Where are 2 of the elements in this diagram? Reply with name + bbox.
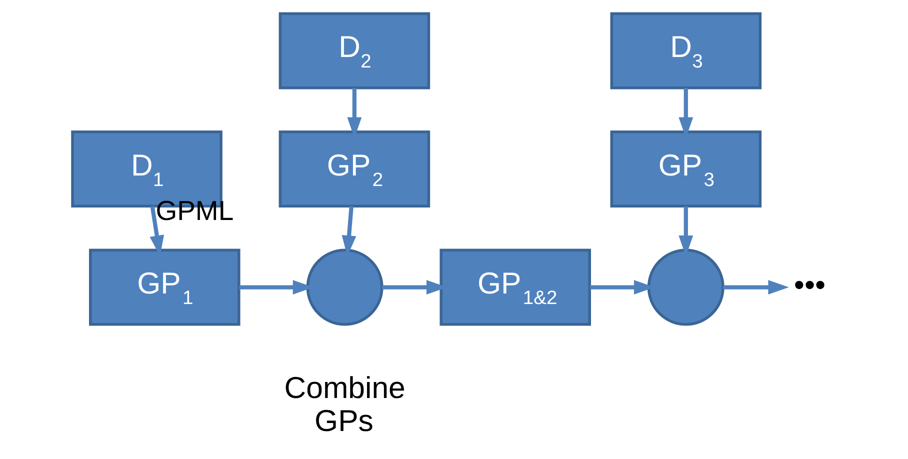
node-text: ••• [793, 268, 826, 302]
node-label: Combine GPs [284, 372, 405, 438]
